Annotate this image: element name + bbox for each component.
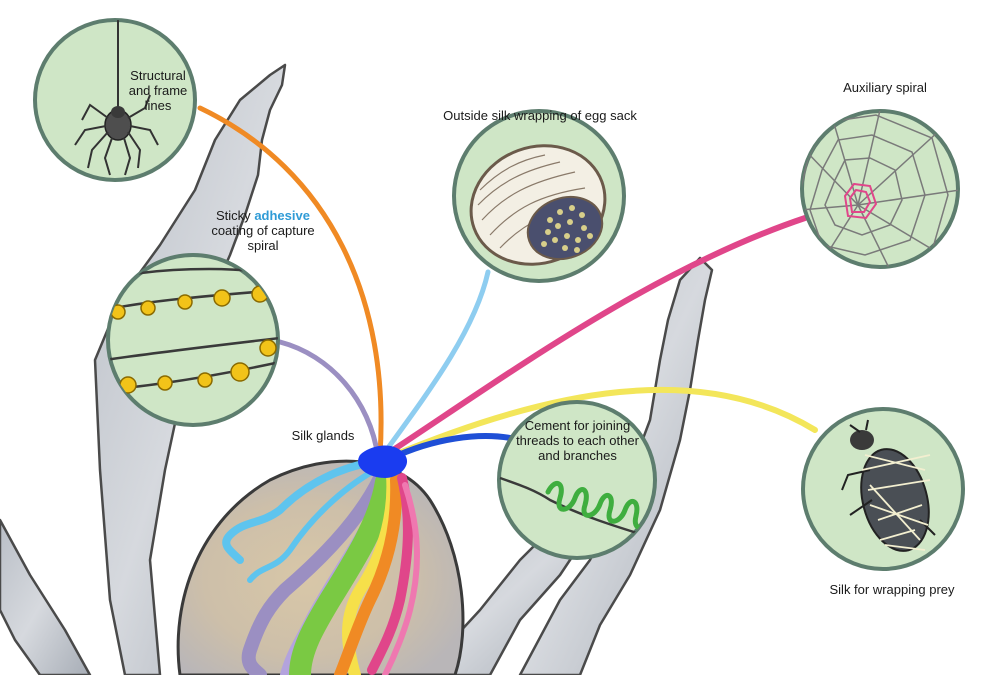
abdomen bbox=[176, 459, 465, 675]
label-cement: Cement for joining threads to each other… bbox=[516, 418, 639, 463]
label-sticky-pre: Sticky bbox=[216, 208, 255, 223]
cement-coil-icon bbox=[499, 476, 655, 542]
label-egg-sack: Outside silk wrapping of egg sack bbox=[443, 108, 637, 123]
label-wrapping: Silk for wrapping prey bbox=[829, 582, 955, 597]
label-structural: Structural and frame lines bbox=[128, 68, 188, 113]
line-sticky bbox=[277, 339, 381, 460]
circle-sticky bbox=[106, 253, 280, 427]
line-egg-sack bbox=[382, 269, 491, 455]
wrapped-insect-icon bbox=[841, 419, 936, 552]
line-wrapping bbox=[389, 386, 818, 459]
circle-structural bbox=[33, 18, 197, 182]
leg-left-lower bbox=[0, 518, 92, 675]
gland-purple bbox=[241, 471, 387, 675]
label-sticky: Sticky adhesive coating of capture spira… bbox=[208, 208, 318, 253]
egg-sack-icon bbox=[469, 144, 607, 266]
line-cement bbox=[389, 433, 523, 461]
label-silk-glands: Silk glands bbox=[291, 428, 355, 443]
label-auxiliary: Auxiliary spiral bbox=[843, 80, 927, 95]
silk-glands-hub bbox=[358, 445, 408, 478]
line-structural bbox=[197, 105, 384, 458]
connector-lines bbox=[197, 105, 818, 461]
circle-egg-sack bbox=[452, 109, 626, 283]
circle-auxiliary bbox=[800, 109, 960, 269]
circle-wrapping bbox=[801, 407, 965, 571]
label-sticky-post: coating of capture spiral bbox=[211, 223, 315, 253]
label-sticky-highlight: adhesive bbox=[254, 208, 310, 223]
gland-light-blue bbox=[222, 458, 376, 564]
silk-glands-group bbox=[222, 458, 420, 675]
gland-green bbox=[289, 471, 397, 675]
spider-icon bbox=[74, 20, 159, 176]
circle-cement bbox=[497, 400, 657, 560]
gland-orange bbox=[334, 474, 403, 675]
line-auxiliary bbox=[387, 215, 808, 455]
gland-pink bbox=[367, 473, 413, 675]
gland-light-blue-2 bbox=[247, 467, 378, 583]
gland-pink-2 bbox=[382, 482, 420, 675]
